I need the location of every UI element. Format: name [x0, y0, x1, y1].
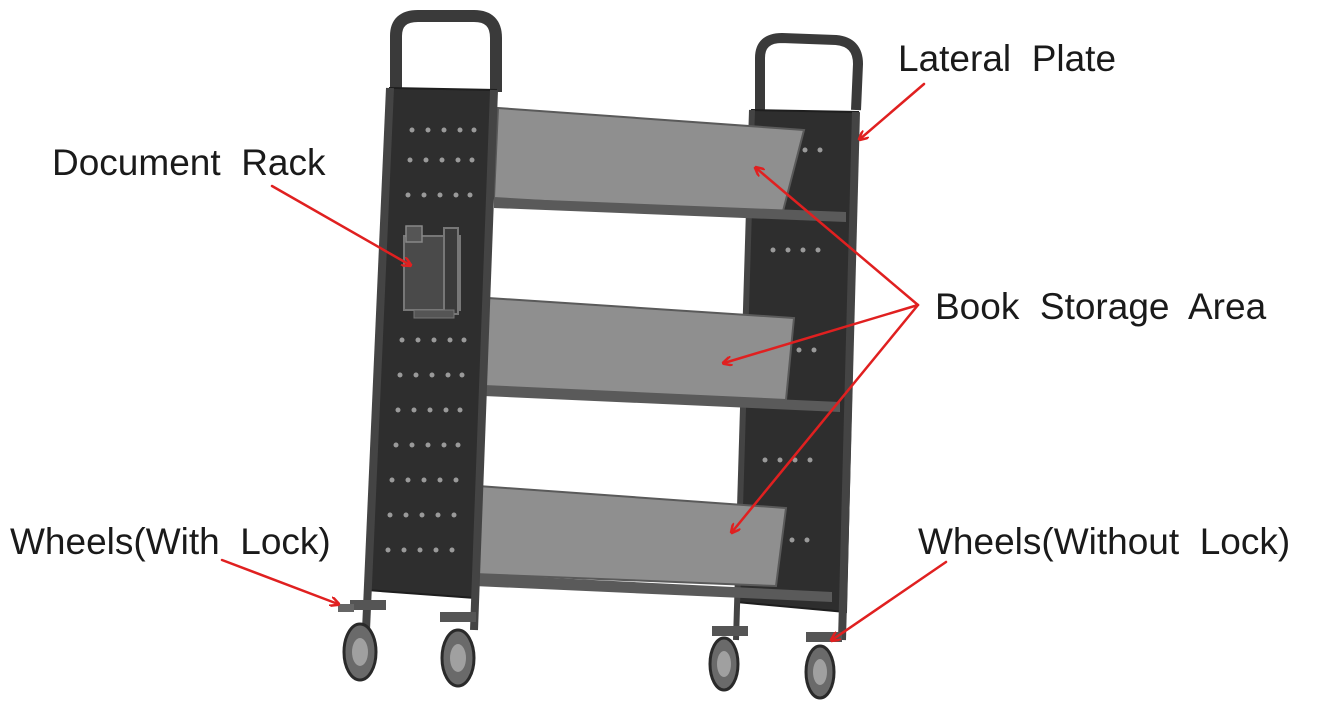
label-wheels-without-lock: Wheels(Without Lock) — [918, 521, 1291, 562]
wheel-front-left — [338, 600, 386, 682]
label-book-storage-area: Book Storage Area — [935, 286, 1267, 327]
wheel-back-left — [708, 626, 748, 692]
arrow-wheels-without-lock — [832, 560, 948, 640]
label-lateral-plate: Lateral Plate — [898, 38, 1117, 79]
arrow-lateral-plate — [860, 82, 926, 139]
label-wheels-with-lock: Wheels(With Lock) — [10, 521, 331, 562]
wheel-back-right — [804, 632, 842, 700]
shelves — [472, 106, 846, 602]
left-side-assembly — [362, 10, 502, 631]
arrow-document-rack — [270, 184, 410, 265]
wheel-front-right — [440, 612, 476, 688]
callout-arrows — [220, 82, 948, 640]
arrow-book-storage-top — [756, 168, 920, 307]
right-handle — [755, 33, 863, 112]
arrow-book-storage-middle — [724, 303, 920, 363]
wheels — [338, 600, 842, 700]
arrow-wheels-with-lock — [220, 558, 338, 604]
arrow-book-storage-bottom — [732, 303, 920, 532]
left-handle — [390, 10, 502, 92]
document-rack-holder — [403, 225, 461, 319]
label-document-rack: Document Rack — [52, 142, 326, 183]
